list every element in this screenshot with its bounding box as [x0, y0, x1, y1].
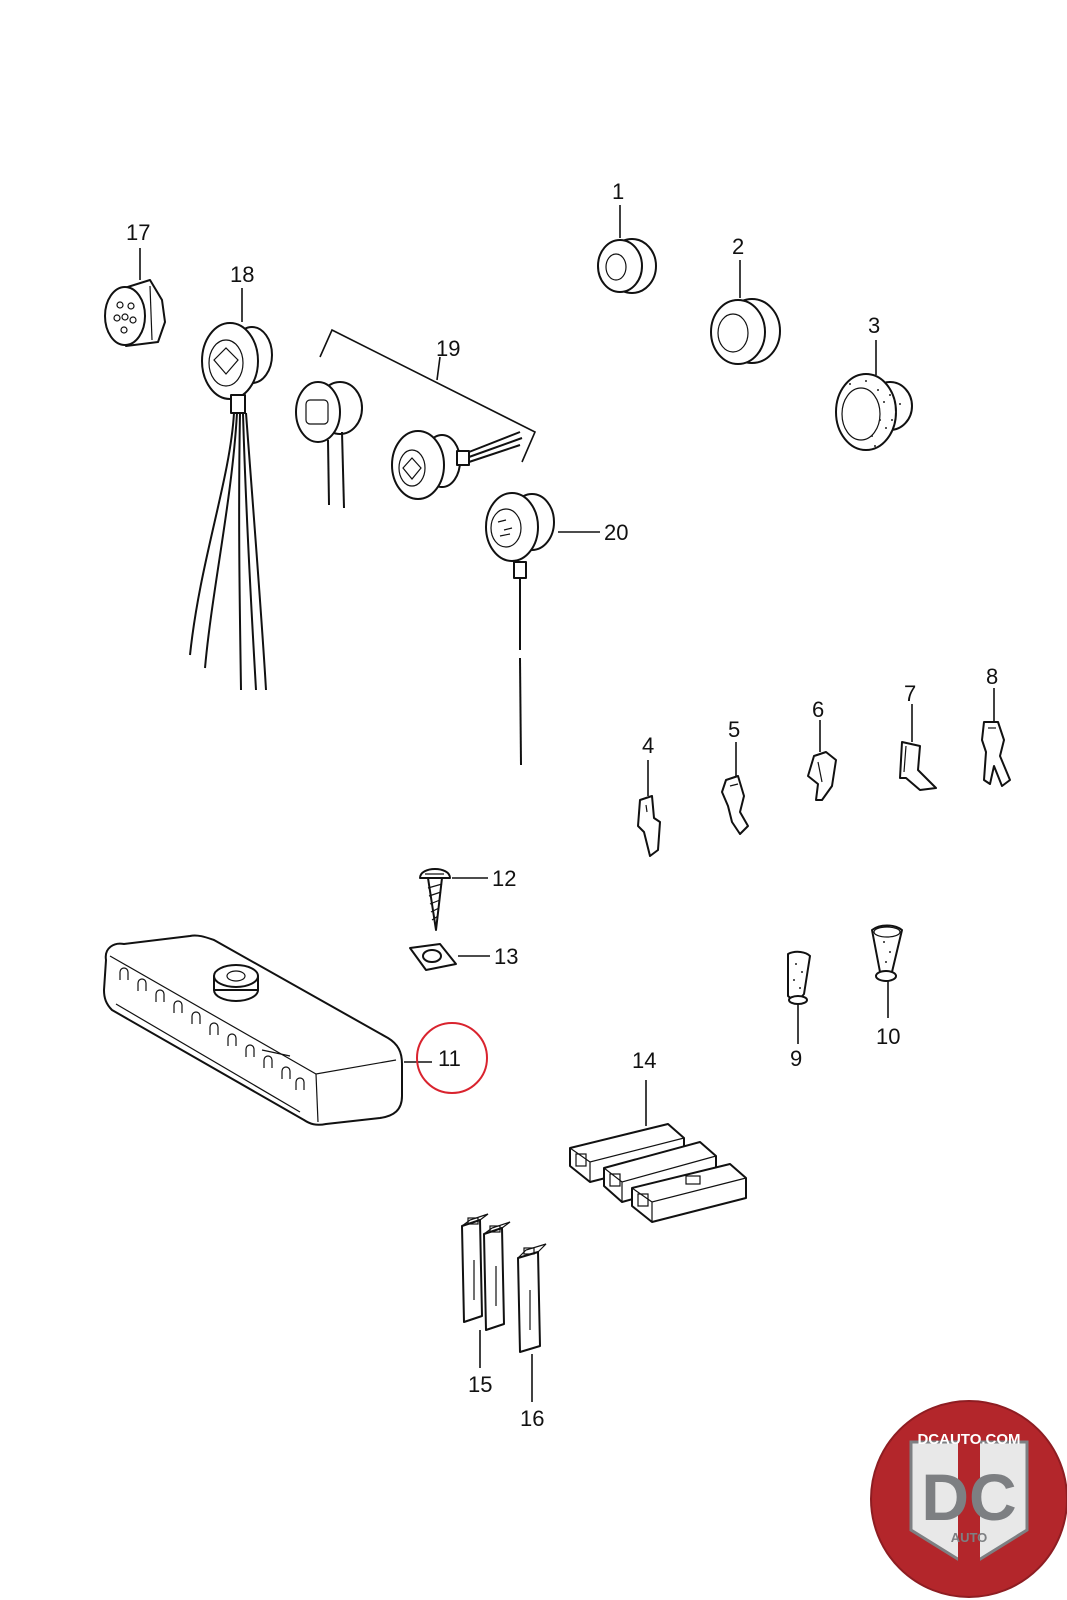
callout-3: 3 [868, 313, 880, 338]
callout-13: 13 [494, 944, 518, 969]
logo-top-text: DCAUTO.COM [917, 1431, 1020, 1448]
callout-4: 4 [642, 733, 654, 758]
callout-16: 16 [520, 1406, 544, 1431]
part-3-cap-plug [835, 340, 913, 451]
callout-17: 17 [126, 220, 150, 245]
callout-20: 20 [604, 520, 628, 545]
part-12-screw [419, 868, 488, 931]
logo-bottom-text: AUTO [951, 1530, 988, 1545]
part-8-terminal [981, 688, 1011, 787]
part-1-grommet [597, 205, 657, 294]
part-6-terminal [807, 720, 837, 801]
callout-10: 10 [876, 1024, 900, 1049]
part-16-inline-connector [517, 1243, 547, 1402]
callout-6: 6 [812, 697, 824, 722]
part-7-terminal [899, 704, 937, 791]
part-2-grommet [710, 260, 781, 365]
callout-18: 18 [230, 262, 254, 287]
callout-5: 5 [728, 717, 740, 742]
callout-7: 7 [904, 681, 916, 706]
part-9-boot [787, 950, 811, 1044]
callout-14: 14 [632, 1048, 656, 1073]
part-14-connector-housings [569, 1080, 747, 1223]
part-4-terminal [637, 760, 661, 857]
callout-19: 19 [436, 336, 460, 361]
part-13-speed-nut [409, 943, 490, 971]
part-19-connector-set [295, 328, 537, 509]
part-10-boot [871, 924, 903, 1018]
part-18-connector-harness [189, 288, 273, 691]
callout-11: 11 [438, 1046, 461, 1071]
dcauto-logo: DCAUTO.COM DC AUTO [870, 1400, 1067, 1598]
callout-9: 9 [790, 1046, 802, 1071]
callout-2: 2 [732, 234, 744, 259]
callout-15: 15 [468, 1372, 492, 1397]
logo-mark: DC [921, 1460, 1016, 1534]
part-15-inline-connector [461, 1213, 511, 1368]
callout-8: 8 [986, 664, 998, 689]
callout-1: 1 [612, 179, 624, 204]
callout-12: 12 [492, 866, 516, 891]
part-11-fuse-box [103, 934, 432, 1126]
part-17-connector-cap [104, 248, 166, 347]
part-20-connector-lead [485, 492, 600, 766]
part-5-terminal [721, 742, 749, 835]
callout-11-highlight-circle [416, 1022, 488, 1094]
